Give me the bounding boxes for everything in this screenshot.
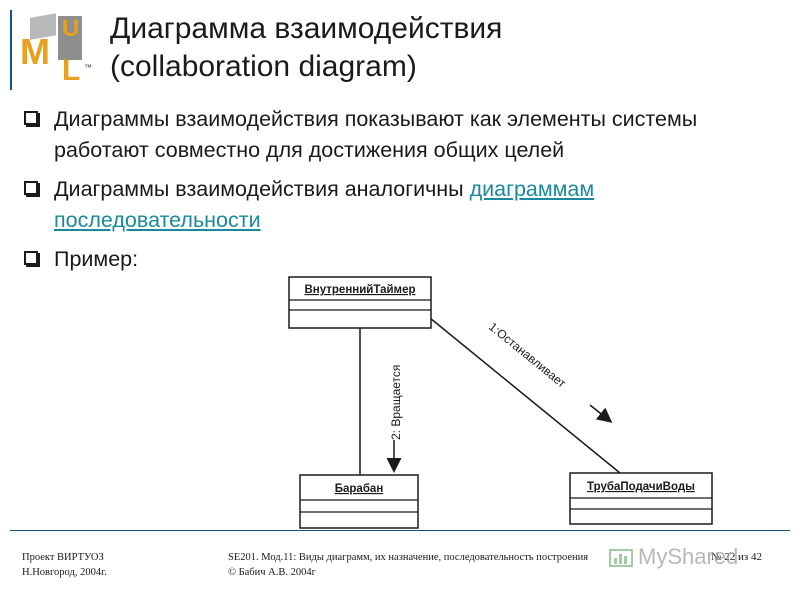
message-arrow-stops [589, 404, 613, 423]
footer-project: Проект ВИРТУОЗ Н.Новгород, 2004г. [22, 550, 107, 580]
logo-tm: ™ [84, 63, 92, 72]
footer-mid-line-1: SE201. Мод.11: Виды диаграмм, их назначе… [228, 552, 589, 563]
class-box-pipe: ТрубаПодачиВоды [569, 472, 713, 525]
footer-course: SE201. Мод.11: Виды диаграмм, их назначе… [228, 550, 588, 580]
footer-left-line-1: Проект ВИРТУОЗ [22, 552, 104, 563]
message-label-rotates: 2: Вращается [389, 365, 403, 440]
page-number: № 22 из 42 [711, 551, 762, 563]
page-title: Диаграмма взаимодействия (collaboration … [110, 10, 502, 86]
watermark-logo-icon [609, 549, 633, 567]
logo-letter-m: M [20, 31, 50, 72]
footer-divider [10, 530, 790, 531]
title-line-2: (collaboration diagram) [110, 50, 417, 83]
bullet-text-3: Пример: [54, 247, 139, 271]
link-timer-pipe [429, 317, 621, 474]
logo-letter-l: L [62, 54, 80, 84]
logo-cube-top [30, 13, 56, 40]
bullet-list: Диаграммы взаимодействия показывают как … [22, 104, 762, 283]
checkbox-bullet-icon [24, 111, 40, 127]
logo-cube-side [58, 16, 82, 60]
bullet-item-1: Диаграммы взаимодействия показывают как … [22, 104, 762, 166]
myshared-watermark: MyShared [609, 544, 738, 569]
sequence-diagram-link[interactable]: диаграммам последовательности [54, 177, 595, 232]
class-name-timer: ВнутреннийТаймер [304, 284, 415, 296]
title-line-1: Диаграмма взаимодействия [110, 12, 503, 45]
class-name-pipe: ТрубаПодачиВоды [587, 481, 695, 493]
bullet-text-1: Диаграммы взаимодействия показывают как … [54, 107, 698, 162]
footer-left-line-2: Н.Новгород, 2004г. [22, 567, 107, 578]
header-accent-bar [10, 10, 12, 90]
footer-mid-line-2: © Бабич А.В. 2004г [228, 567, 316, 578]
logo-letter-u: U [62, 15, 79, 42]
bullet-item-3: Пример: [22, 244, 762, 275]
watermark-text: MyShared [638, 544, 738, 569]
checkbox-bullet-icon [24, 181, 40, 197]
bullet-text-2: Диаграммы взаимодействия аналогичны [54, 177, 470, 201]
uml-logo: M U L ™ [20, 13, 92, 84]
message-label-stops: 1:Останавливает [486, 319, 569, 390]
class-name-drum: Барабан [335, 483, 384, 495]
checkbox-bullet-icon [24, 251, 40, 267]
bullet-item-2: Диаграммы взаимодействия аналогичны диаг… [22, 174, 762, 236]
class-box-timer: ВнутреннийТаймер [288, 276, 432, 329]
class-box-drum: Барабан [299, 474, 419, 529]
